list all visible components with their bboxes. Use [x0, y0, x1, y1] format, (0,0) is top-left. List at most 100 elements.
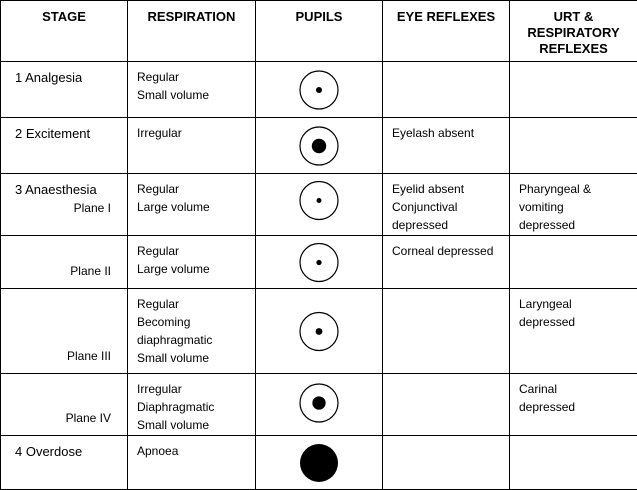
respiration-line: diaphragmatic — [137, 332, 255, 348]
eye-reflex-cell — [383, 436, 510, 490]
stage-row: 4 Overdose Apnoea — [1, 436, 637, 490]
eye-reflex-cell: Eyelash absent — [383, 118, 510, 174]
respiration-line: Regular — [137, 243, 255, 259]
header-urt-line-3: REFLEXES — [510, 41, 637, 57]
respiration-line: Irregular — [137, 125, 255, 141]
respiration-cell: Irregular — [128, 118, 256, 174]
eye-reflex-cell — [383, 289, 510, 374]
pupil-dot — [312, 139, 326, 153]
urt-reflex-cell — [510, 236, 637, 289]
pupil-dot — [300, 444, 338, 482]
plane-label: Plane IV — [66, 411, 111, 425]
stage-name: 2 Excitement — [15, 126, 90, 141]
urt-reflex-line: vomiting — [519, 199, 637, 215]
pupil-cell — [256, 289, 383, 374]
respiration-line: Diaphragmatic — [137, 399, 255, 415]
respiration-line: Becoming — [137, 314, 255, 330]
eye-reflex-line: depressed — [392, 217, 509, 233]
urt-reflex-cell — [510, 62, 637, 118]
pupil-diagram — [256, 174, 382, 235]
stage-cell: 2 Excitement — [1, 118, 128, 174]
header-row: STAGE RESPIRATION PUPILS EYE REFLEXES UR… — [1, 1, 637, 62]
stage-name: 1 Analgesia — [15, 70, 82, 85]
pupil-diagram — [256, 62, 382, 117]
header-urt-line-2: RESPIRATORY — [510, 25, 637, 41]
eye-reflex-cell — [383, 62, 510, 118]
pupil-cell — [256, 436, 383, 490]
eye-reflex-line: Conjunctival — [392, 199, 509, 215]
stage-cell: 4 Overdose — [1, 436, 128, 490]
pupil-dot — [316, 328, 323, 335]
respiration-line: Regular — [137, 181, 255, 197]
respiration-line: Apnoea — [137, 443, 255, 459]
pupil-dot — [316, 260, 321, 265]
header-eye-reflexes: EYE REFLEXES — [383, 1, 510, 62]
pupil-cell — [256, 236, 383, 289]
urt-reflex-cell — [510, 436, 637, 490]
stage-cell: 1 Analgesia — [1, 62, 128, 118]
pupil-dot — [312, 396, 325, 409]
pupil-diagram — [256, 436, 382, 489]
stage-name: 4 Overdose — [15, 444, 82, 459]
urt-reflex-line: Carinal — [519, 381, 637, 397]
header-urt-line-1: URT & — [510, 9, 637, 25]
respiration-line: Small volume — [137, 417, 255, 433]
eye-reflex-cell: Corneal depressed — [383, 236, 510, 289]
pupil-cell — [256, 62, 383, 118]
pupil-cell — [256, 118, 383, 174]
urt-reflex-line: depressed — [519, 399, 637, 415]
header-stage: STAGE — [1, 1, 128, 62]
stage-row: 2 Excitement Irregular Eyelash absent — [1, 118, 637, 174]
respiration-line: Regular — [137, 296, 255, 312]
plane-label: Plane I — [74, 201, 111, 215]
eye-reflex-line: Eyelash absent — [392, 125, 509, 141]
eye-reflex-cell — [383, 374, 510, 436]
urt-reflex-cell: Carinal depressed — [510, 374, 637, 436]
header-respiration: RESPIRATION — [128, 1, 256, 62]
urt-reflex-line: Pharyngeal & — [519, 181, 637, 197]
pupil-diagram — [256, 374, 382, 435]
stage-cell: Plane III — [1, 289, 128, 374]
respiration-line: Small volume — [137, 350, 255, 366]
plane-label: Plane II — [70, 264, 111, 278]
pupil-diagram — [256, 289, 382, 373]
respiration-cell: Apnoea — [128, 436, 256, 490]
pupil-diagram — [256, 236, 382, 288]
respiration-line: Large volume — [137, 261, 255, 277]
pupil-cell — [256, 174, 383, 236]
plane-label: Plane III — [67, 349, 111, 363]
eye-reflex-line: Eyelid absent — [392, 181, 509, 197]
respiration-line: Regular — [137, 69, 255, 85]
pupil-cell — [256, 374, 383, 436]
stage-name: 3 Anaesthesia — [15, 182, 97, 197]
urt-reflex-line: depressed — [519, 314, 637, 330]
respiration-line: Large volume — [137, 199, 255, 215]
urt-reflex-cell — [510, 118, 637, 174]
stage-cell: Plane II — [1, 236, 128, 289]
stage-cell: Plane IV — [1, 374, 128, 436]
header-pupils: PUPILS — [256, 1, 383, 62]
respiration-line: Small volume — [137, 87, 255, 103]
pupil-dot — [317, 198, 322, 203]
respiration-line: Irregular — [137, 381, 255, 397]
header-urt-reflexes: URT & RESPIRATORY REFLEXES — [510, 1, 637, 62]
pupil-diagram — [256, 118, 382, 173]
pupil-dot — [316, 87, 322, 93]
eye-reflex-line: Corneal depressed — [392, 243, 509, 259]
urt-reflex-cell: Pharyngeal & vomiting depressed — [510, 174, 637, 236]
urt-reflex-line: depressed — [519, 217, 637, 233]
